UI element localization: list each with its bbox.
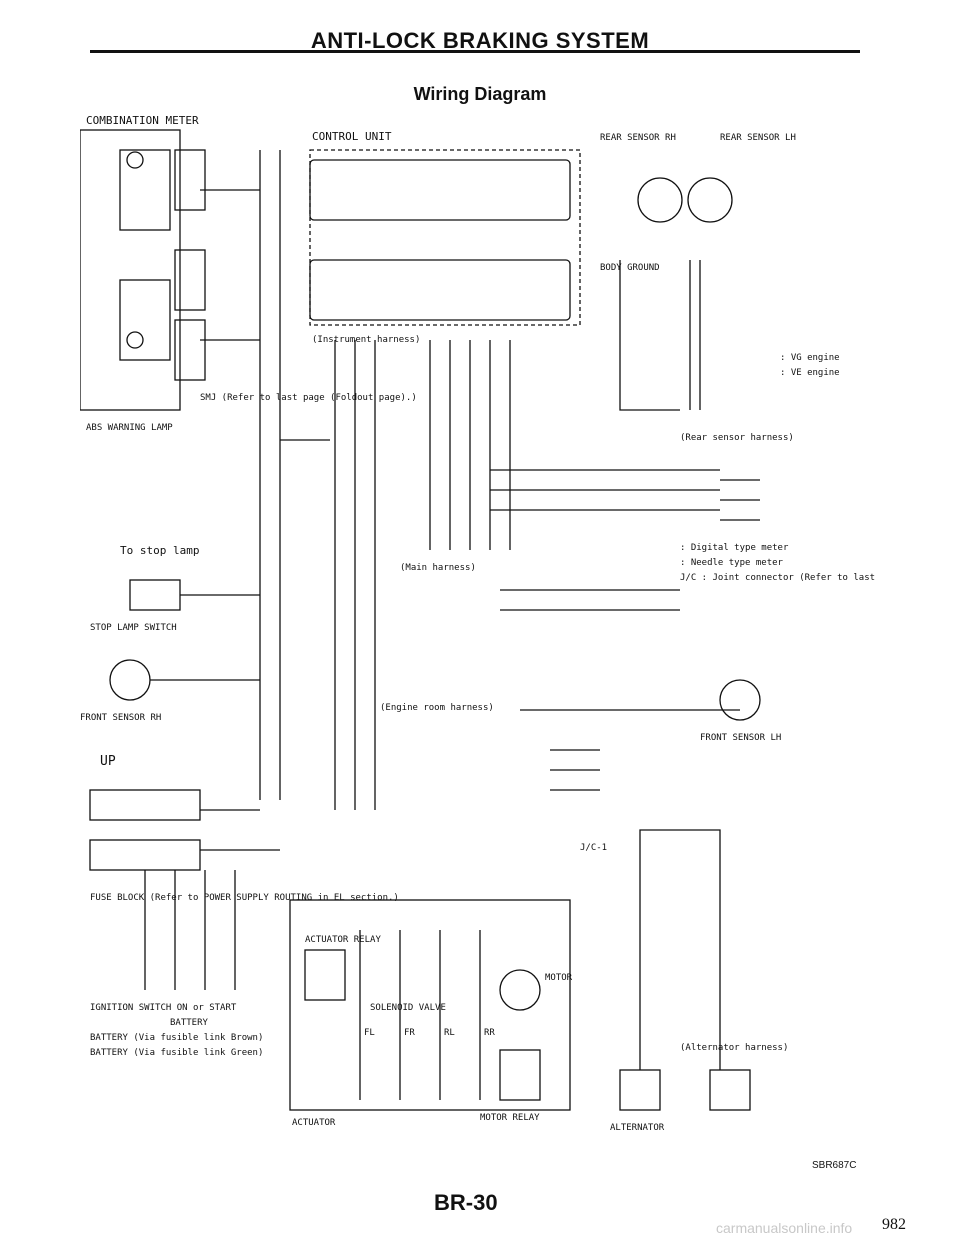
rl-label: RL xyxy=(444,1028,455,1038)
title-divider xyxy=(90,50,860,53)
actuator-label: ACTUATOR xyxy=(292,1118,336,1128)
watermark: carmanualsonline.info xyxy=(716,1220,853,1236)
battery-label: BATTERY xyxy=(170,1018,209,1028)
fuse-block-bottom xyxy=(89,839,201,871)
page-title: ANTI-LOCK BRAKING SYSTEM xyxy=(310,28,650,53)
alternator-label: ALTERNATOR xyxy=(610,1123,665,1133)
page-subtitle: Wiring Diagram xyxy=(413,84,547,104)
rear-sensor-rh-label: REAR SENSOR RH xyxy=(600,133,676,143)
abs-warning-lamp-label: ABS WARNING LAMP xyxy=(86,423,173,433)
rear-sensor-lh-symbol xyxy=(687,177,733,223)
motor-relay-label: MOTOR RELAY xyxy=(480,1113,540,1123)
lamp-icon xyxy=(126,331,144,349)
stop-lamp-switch-label: STOP LAMP SWITCH xyxy=(90,623,177,633)
motor-symbol xyxy=(499,969,541,1011)
combination-meter-box xyxy=(80,129,181,411)
alternator-symbol-2 xyxy=(709,1069,751,1111)
front-sensor-lh-symbol xyxy=(719,679,761,721)
up-label: UP xyxy=(100,754,116,769)
alternator-harness-label: (Alternator harness) xyxy=(680,1043,788,1053)
engine-room-harness-label: (Engine room harness) xyxy=(380,703,494,713)
rr-label: RR xyxy=(484,1028,495,1038)
rear-sensor-lh-label: REAR SENSOR LH xyxy=(720,133,796,143)
wiring-diagram: COMBINATION METER ABS WARNING LAMP CONTR… xyxy=(80,114,880,1133)
front-sensor-rh-symbol xyxy=(109,659,151,701)
instrument-harness-label: (Instrument harness) xyxy=(312,335,420,345)
control-unit-connector-bottom xyxy=(309,259,571,321)
abs-warning-lamp-dm xyxy=(119,149,171,231)
battery-green-label: BATTERY (Via fusible link Green) xyxy=(90,1048,263,1058)
ignition-switch-label: IGNITION SWITCH ON or START xyxy=(90,1003,237,1013)
fuse-block-top xyxy=(89,789,201,821)
actuator-relay-label: ACTUATOR RELAY xyxy=(305,935,381,945)
smj-note-upper: SMJ (Refer to last page (Foldout page).) xyxy=(200,393,417,403)
actuator-relay-symbol xyxy=(304,949,346,1001)
fl-label: FL xyxy=(364,1028,375,1038)
front-sensor-lh-label: FRONT SENSOR LH xyxy=(700,733,781,743)
abs-warning-lamp-nm xyxy=(119,279,171,361)
legend-nm: : Needle type meter xyxy=(680,558,784,568)
rear-sensor-rh-symbol xyxy=(637,177,683,223)
alternator-symbol xyxy=(619,1069,661,1111)
jc1-label: J/C-1 xyxy=(580,843,607,853)
rear-sensor-harness-label: (Rear sensor harness) xyxy=(680,433,794,443)
combination-meter-label: COMBINATION METER xyxy=(86,114,199,127)
main-harness-label: (Main harness) xyxy=(400,563,476,573)
legend-vg: : VG engine xyxy=(780,353,840,363)
legend-dm: : Digital type meter xyxy=(680,543,789,553)
solenoid-valve-label: SOLENOID VALVE xyxy=(370,1003,446,1013)
legend-ve: : VE engine xyxy=(780,368,840,378)
control-unit-connector-top xyxy=(309,159,571,221)
lamp-icon xyxy=(126,151,144,169)
motor-label: MOTOR xyxy=(545,973,573,983)
fuse-block-label: FUSE BLOCK (Refer to POWER SUPPLY ROUTIN… xyxy=(90,893,399,903)
actuator-box xyxy=(289,899,571,1111)
battery-brown-label: BATTERY (Via fusible link Brown) xyxy=(90,1033,263,1043)
fr-label: FR xyxy=(404,1028,415,1038)
motor-relay-symbol xyxy=(499,1049,541,1101)
stop-lamp-switch-symbol xyxy=(129,579,181,611)
figure-id: SBR687C xyxy=(812,1160,857,1171)
legend-jc: J/C : Joint connector (Refer to last pag… xyxy=(680,573,880,583)
page-code: BR-30 xyxy=(434,1190,498,1215)
page-number: 982 xyxy=(882,1216,906,1233)
to-stop-lamp-label: To stop lamp xyxy=(120,544,199,557)
control-unit-label: CONTROL UNIT xyxy=(312,130,392,143)
front-sensor-rh-label: FRONT SENSOR RH xyxy=(80,713,161,723)
body-ground-label: BODY GROUND xyxy=(600,263,660,273)
